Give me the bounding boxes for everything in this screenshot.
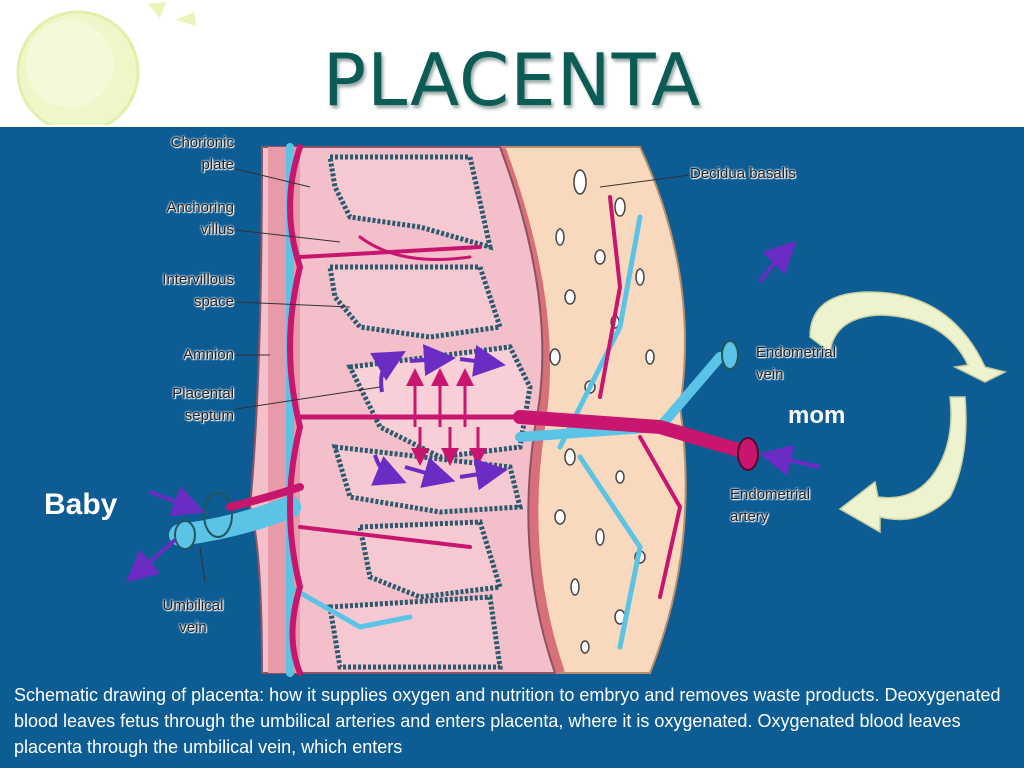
leader-lines	[199, 168, 691, 583]
cycle-arrows	[809, 291, 1008, 534]
endometrial-artery-opening	[737, 437, 759, 471]
label-mom: mom	[788, 402, 846, 429]
purple-flow-arrows	[125, 240, 821, 583]
label-baby: Baby	[44, 488, 118, 521]
endometrial-vein-opening	[721, 340, 739, 370]
sun-decoration	[16, 2, 196, 125]
label-decidua-basalis: Decidua basalis	[690, 165, 796, 182]
umbilical-cord	[174, 492, 233, 550]
label-amnion: Amnion	[183, 346, 234, 363]
placenta-diagram	[125, 143, 1008, 677]
decidua-lacunae	[549, 169, 655, 654]
slide-title: PLACENTA	[322, 38, 702, 122]
blood-flow-arrows	[406, 368, 487, 466]
caption-text: Schematic drawing of placenta: how it su…	[14, 685, 1001, 757]
arteries	[226, 144, 752, 676]
